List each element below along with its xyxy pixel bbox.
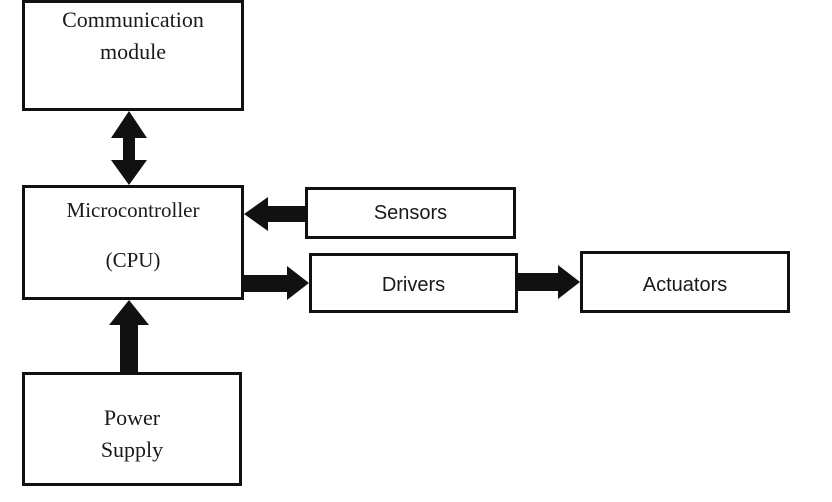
arrow-comm-mcu-bidirectional bbox=[111, 111, 147, 185]
arrow-sensors-to-mcu bbox=[244, 197, 305, 231]
power-supply-label-line1: Power bbox=[103, 405, 161, 430]
microcontroller-label-line1: Microcontroller bbox=[66, 198, 200, 222]
drivers-box: Drivers bbox=[309, 253, 518, 313]
power-supply-label-line2: Supply bbox=[100, 437, 164, 462]
arrow-drivers-to-actuators bbox=[518, 265, 580, 299]
arrow-mcu-to-drivers bbox=[244, 266, 309, 300]
drivers-label: Drivers bbox=[381, 274, 446, 296]
communication-module-label-line1: Communication bbox=[62, 7, 204, 32]
power-supply-box: Power Supply bbox=[22, 372, 242, 486]
microcontroller-box: Microcontroller (CPU) bbox=[22, 185, 244, 300]
sensors-box: Sensors bbox=[305, 187, 516, 239]
actuators-box: Actuators bbox=[580, 251, 790, 313]
microcontroller-label-line2: (CPU) bbox=[105, 248, 161, 272]
communication-module-label-line2: module bbox=[100, 39, 166, 64]
actuators-label: Actuators bbox=[642, 274, 728, 296]
arrow-power-to-mcu bbox=[109, 300, 149, 372]
communication-module-box: Communication module bbox=[22, 0, 244, 111]
sensors-label: Sensors bbox=[373, 202, 448, 224]
